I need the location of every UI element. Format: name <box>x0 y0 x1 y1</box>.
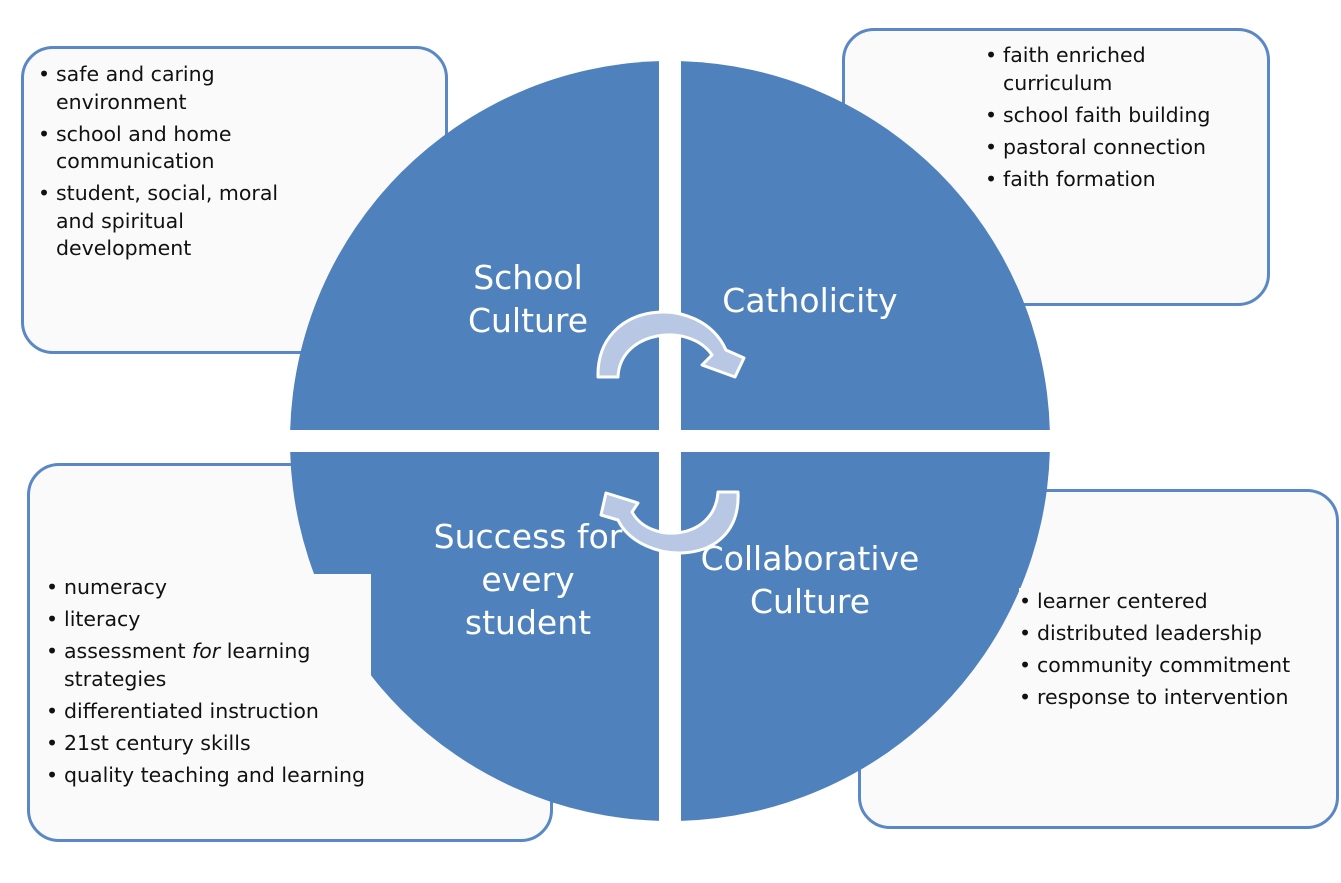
curved-arrow-icon <box>596 310 746 379</box>
list-item-text: learning strategies <box>64 639 311 691</box>
list-item: faith enriched curriculum <box>985 42 1245 97</box>
list-item: school faith building <box>985 102 1245 130</box>
list-item: distributed leadership <box>1019 620 1309 648</box>
quadrant-label-catholicity: Catholicity <box>700 279 920 322</box>
quadrant-label-line: Collaborative <box>700 539 920 578</box>
quadrant-label-line: School <box>473 258 583 297</box>
list-item: differentiated instruction <box>46 698 371 726</box>
list-item: numeracy <box>46 574 371 602</box>
list-item: faith formation <box>985 166 1245 194</box>
quadrant-school-culture <box>290 61 659 431</box>
list-item: response to intervention <box>1019 684 1309 712</box>
quadrant-label-line: Success for <box>433 517 623 556</box>
list-success: numeracy literacy assessment for learnin… <box>46 574 371 794</box>
quadrant-label-collaborative-culture: Collaborative Culture <box>690 537 930 623</box>
list-item: learner centered <box>1019 588 1309 616</box>
list-item-text: assessment <box>64 639 193 663</box>
list-item: assessment for learning strategies <box>46 638 371 693</box>
list-school-culture: safe and caring environment school and h… <box>38 61 293 267</box>
quadrant-label-line: Culture <box>749 582 871 621</box>
quadrant-catholicity <box>681 61 1050 431</box>
list-item: safe and caring environment <box>38 61 293 116</box>
list-item: 21st century skills <box>46 730 371 758</box>
quadrant-label-school-culture: School Culture <box>430 256 626 342</box>
quadrant-label-line: student <box>464 603 592 642</box>
quadrant-label-line: Catholicity <box>722 281 898 320</box>
list-item-emphasis: for <box>192 639 221 663</box>
list-item: school and home communication <box>38 121 293 176</box>
quadrant-collaborative-culture <box>681 452 1050 821</box>
list-item: community commitment <box>1019 652 1309 680</box>
list-item: student, social, moral and spiritual dev… <box>38 180 293 263</box>
quadrant-label-line: Culture <box>467 301 589 340</box>
list-item: pastoral connection <box>985 134 1245 162</box>
quadrant-label-line: every <box>481 560 575 599</box>
list-item: quality teaching and learning <box>46 762 371 790</box>
list-catholicity: faith enriched curriculum school faith b… <box>985 42 1245 198</box>
quadrant-label-success: Success for every student <box>418 515 638 644</box>
list-collaborative-culture: learner centered distributed leadership … <box>1019 588 1309 716</box>
list-item: literacy <box>46 606 371 634</box>
curved-arrow-icon <box>599 490 740 555</box>
quadrant-success <box>290 452 659 821</box>
